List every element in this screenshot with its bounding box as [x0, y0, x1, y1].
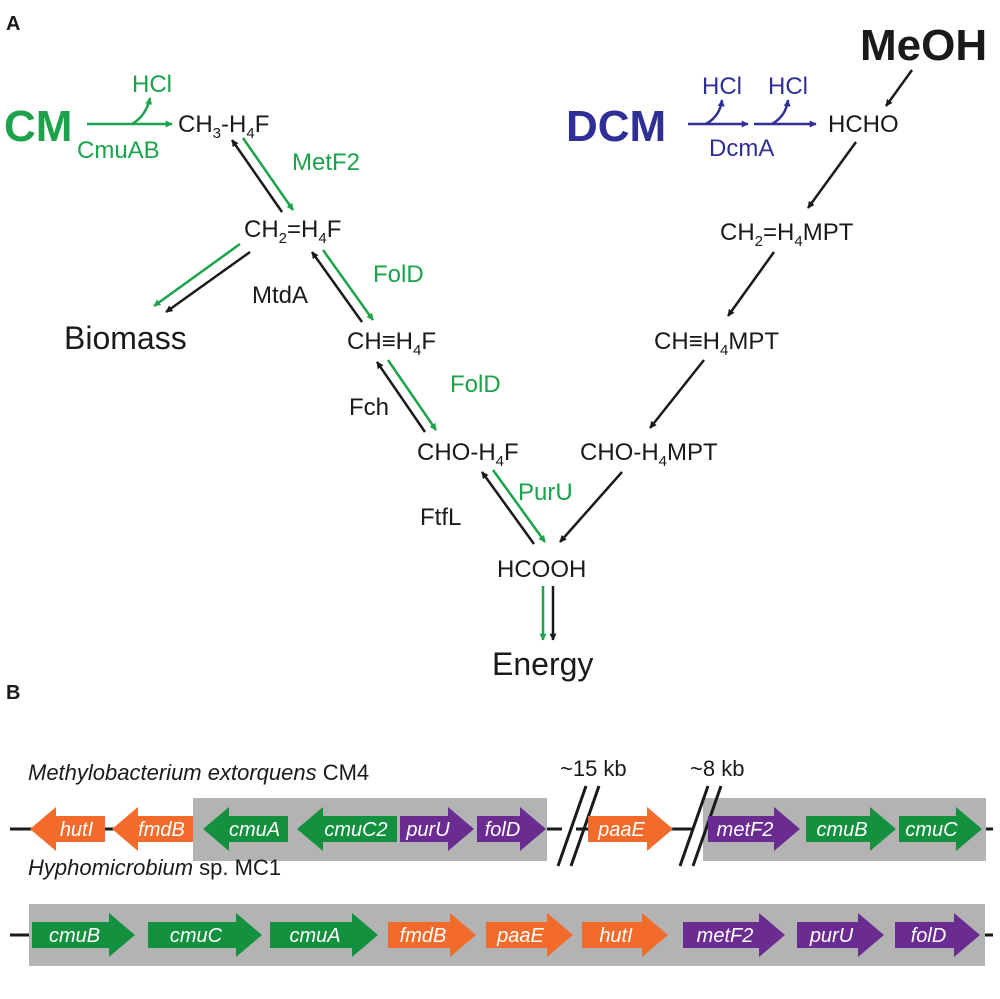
arrow-chh4f-to-ch2 [310, 251, 364, 323]
metf2-label: MetF2 [292, 149, 360, 176]
panel-a-label: A [6, 13, 20, 35]
chh4f-label: CH≡H4F [347, 328, 436, 359]
fch-label: Fch [349, 394, 389, 421]
row1-gene-label-purU: purU [405, 819, 450, 841]
break-mark-2b [691, 785, 723, 867]
ch2-h4f-label: CH2=H4F [244, 216, 341, 247]
row1-gene-arrow-metF2 [708, 807, 800, 851]
row2-gene-arrow-cmuC [148, 913, 262, 957]
row1-gene-arrow-cmuA [203, 807, 288, 851]
energy-label: Energy [492, 646, 593, 682]
break-mark-1b [569, 785, 601, 867]
choh4f-label: CHO-H4F [417, 439, 519, 470]
row1-gene-arrow-hutI [30, 807, 105, 851]
arrow-ch2-to-chh4f [321, 249, 375, 321]
row2-gene-arrow-folD [895, 913, 980, 957]
dcm-hcl-release-arrow-1 [705, 99, 725, 126]
fold-label-1: FolD [373, 261, 424, 288]
row1-gene-arrow-purU [400, 807, 474, 851]
ch2-h4mpt-label: CH2=H4MPT [720, 219, 854, 250]
arrow-chh4f-to-choh4f [386, 359, 438, 431]
arrow-ch2mpt-to-chmpt [726, 251, 776, 317]
row1-gene-label-hutI: hutI [60, 819, 94, 841]
row1-gene-arrow-cmuC2 [297, 807, 397, 851]
arrow-hcho-to-ch2mpt [806, 141, 858, 209]
cho-h4mpt-label: CHO-H4MPT [580, 439, 718, 470]
arrow-choh4f-to-hcooh [491, 469, 547, 543]
row1-gene-label-cmuB: cmuB [816, 819, 867, 841]
arrow-chmpt-to-chompt [649, 359, 705, 429]
row2-gene-arrow-hutI [582, 913, 668, 957]
row2-gene-label-purU: purU [809, 925, 854, 947]
arrow-ch2-to-biomass-green [153, 242, 241, 308]
row1-gene-arrow-folD [477, 807, 546, 851]
biomass-label: Biomass [64, 320, 187, 356]
row2-gene-label-fmdB: fmdB [400, 925, 447, 947]
row1-gene-label-fmdB: fmdB [138, 819, 185, 841]
cm-hcl-release-arrow [131, 97, 153, 126]
panel-b-label: B [6, 682, 20, 704]
row2-gene-label-paaE: paaE [496, 925, 544, 947]
dcm-hcl-label-1: HCl [702, 73, 742, 100]
mtda-label: MtdA [252, 282, 308, 309]
organism-1-label: Methylobacterium extorquens CM4 [28, 760, 369, 785]
gap-15kb-label: ~15 kb [560, 756, 627, 781]
arrow-meoh-to-hcho [884, 69, 914, 107]
arrow-hcooh-to-choh4f [480, 471, 536, 545]
puru-label: PurU [518, 479, 573, 506]
break-mark-2a [678, 785, 710, 867]
row1-gene-label-cmuC2: cmuC2 [324, 819, 387, 841]
arrow-ch2-to-ch3 [230, 139, 284, 213]
arrow-ch2-to-biomass-black [165, 250, 251, 314]
ch3-h4f-label: CH3-H4F [178, 111, 269, 142]
meoh-label: MeOH [860, 21, 987, 70]
row2-gene-arrow-cmuA [270, 913, 378, 957]
ftfl-label: FtfL [420, 504, 461, 531]
organism-2-label: Hyphomicrobium sp. MC1 [28, 855, 281, 880]
row2-gene-arrow-cmuB [32, 913, 135, 957]
row2-gene-label-metF2: metF2 [697, 925, 754, 947]
row2-gene-arrow-paaE [486, 913, 573, 957]
dcm-hcl-release-arrow-2 [771, 99, 791, 126]
row1-gene-label-paaE: paaE [597, 819, 645, 841]
row2-gene-label-hutI: hutI [599, 925, 633, 947]
row2-gene-arrow-fmdB [388, 913, 476, 957]
gene-row-1: hutI fmdB cmuA cmuC2 purU folD paaE metF2 cmuB cm… [10, 785, 993, 867]
gene-row-2: cmuB cmuC cmuA fmdB paaE hutI metF2 purU folD [10, 904, 993, 966]
break-mark-1a [556, 785, 588, 867]
row1-gene-label-metF2: metF2 [717, 819, 774, 841]
arrow-ch3-to-ch2 [241, 137, 295, 211]
cmuab-label: CmuAB [77, 137, 160, 164]
dcma-label: DcmA [709, 135, 774, 162]
cm-label: CM [4, 102, 72, 151]
cm-hcl-label: HCl [132, 71, 172, 98]
arrow-choh4f-to-chh4f [375, 361, 427, 433]
row1-gene-arrow-paaE [588, 807, 673, 851]
row2-gene-arrow-metF2 [683, 913, 785, 957]
row1-gene-label-cmuC: cmuC [905, 819, 958, 841]
row1-gene-arrow-cmuB [806, 807, 896, 851]
row2-gene-label-cmuB: cmuB [49, 925, 100, 947]
row1-gene-arrow-fmdB [112, 807, 193, 851]
hcho-label: HCHO [828, 111, 899, 138]
row2-gene-label-cmuA: cmuA [289, 925, 340, 947]
ch-h4mpt-label: CH≡H4MPT [654, 328, 779, 359]
row1-gene-label-cmuA: cmuA [229, 819, 280, 841]
gap-8kb-label: ~8 kb [690, 756, 744, 781]
hcooh-label: HCOOH [497, 556, 586, 583]
row1-gene-label-folD: folD [485, 819, 521, 841]
fold-label-2: FolD [450, 371, 501, 398]
dcm-label: DCM [566, 102, 666, 151]
row1-gene-arrow-cmuC [899, 807, 982, 851]
row2-gene-arrow-purU [797, 913, 884, 957]
row2-gene-label-folD: folD [911, 925, 947, 947]
arrow-chompt-to-hcooh [559, 471, 623, 543]
row2-gene-label-cmuC: cmuC [170, 925, 223, 947]
dcm-hcl-label-2: HCl [768, 73, 808, 100]
